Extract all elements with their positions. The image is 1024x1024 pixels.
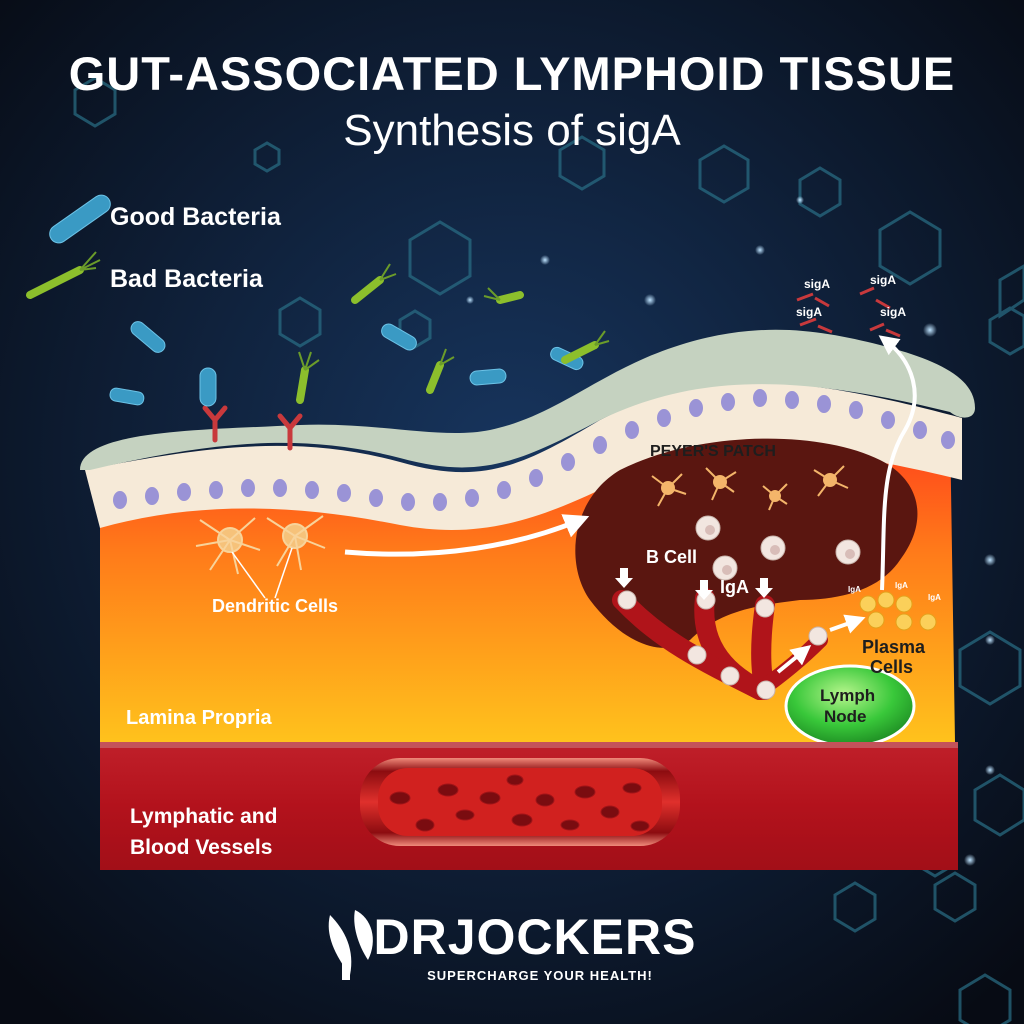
bad-bacteria-flagella [79, 251, 610, 371]
lamina-dendritic-cells [195, 515, 326, 575]
label-iga-plasma-1: IgA [848, 585, 861, 594]
plasma-cells [859, 591, 937, 631]
label-lamina-propria: Lamina Propria [126, 707, 272, 729]
background-sparkles [466, 196, 996, 866]
label-dendritic-cells: Dendritic Cells [212, 596, 339, 616]
epithelium-cell-layer [85, 382, 962, 530]
epithelial-nuclei [113, 389, 955, 511]
down-arrows [615, 568, 773, 600]
label-b-cell: B Cell [646, 547, 698, 567]
logo-tagline: SUPERCHARGE YOUR HEALTH! [427, 968, 653, 983]
siga-molecules [796, 286, 901, 338]
page-subtitle: Synthesis of sigA [343, 106, 681, 155]
logo-brand: DRJOCKERS [373, 909, 697, 965]
peyers-dendritic-cells [651, 465, 849, 511]
background-hexagons [73, 76, 1024, 1024]
label-vessels-line1: Lymphatic and [130, 805, 278, 828]
label-iga-plasma-2: IgA [895, 581, 908, 590]
label-iga-plasma-3: IgA [928, 593, 941, 602]
label-siga-3: sigA [796, 305, 823, 319]
lymph-node [784, 664, 916, 748]
label-lymph-node-line1: Lymph [820, 686, 876, 705]
legend-good-bacteria: Good Bacteria [110, 203, 281, 231]
b-cell-nuclei [705, 525, 855, 575]
node-to-plasma-arrow [829, 614, 866, 634]
migrating-b-cells [617, 590, 828, 700]
label-iga: IgA [720, 577, 749, 597]
mucus-layer [80, 329, 975, 470]
label-lymph-node-line2: Node [824, 707, 867, 726]
page-title: GUT-ASSOCIATED LYMPHOID TISSUE [68, 47, 956, 100]
label-vessels-line2: Blood Vessels [130, 836, 273, 859]
surface-antibodies [202, 405, 303, 451]
plasma-to-siga-arrow [878, 335, 917, 591]
dendritic-to-patch-arrow [344, 514, 590, 557]
logo-leaf-icon [328, 910, 373, 980]
dendritic-label-pointers [231, 547, 293, 599]
label-peyers-patch: PEYER'S PATCH [650, 443, 776, 460]
lymph-to-plasma-arrow [776, 644, 812, 674]
vessel-band-highlight [100, 742, 958, 748]
red-blood-cells [389, 774, 650, 832]
legend-bad-bacteria: Bad Bacteria [110, 265, 263, 293]
label-siga-1: sigA [804, 277, 831, 291]
good-bacteria-group [49, 194, 584, 407]
blood-vessel-tube [360, 758, 680, 846]
bad-bacteria-group [26, 266, 599, 404]
peyers-patch-region [575, 438, 918, 648]
label-plasma-cells-line1: Plasma [862, 637, 926, 657]
label-siga-4: sigA [880, 305, 907, 319]
label-siga-2: sigA [870, 273, 897, 287]
label-plasma-cells-line2: Cells [870, 657, 914, 677]
